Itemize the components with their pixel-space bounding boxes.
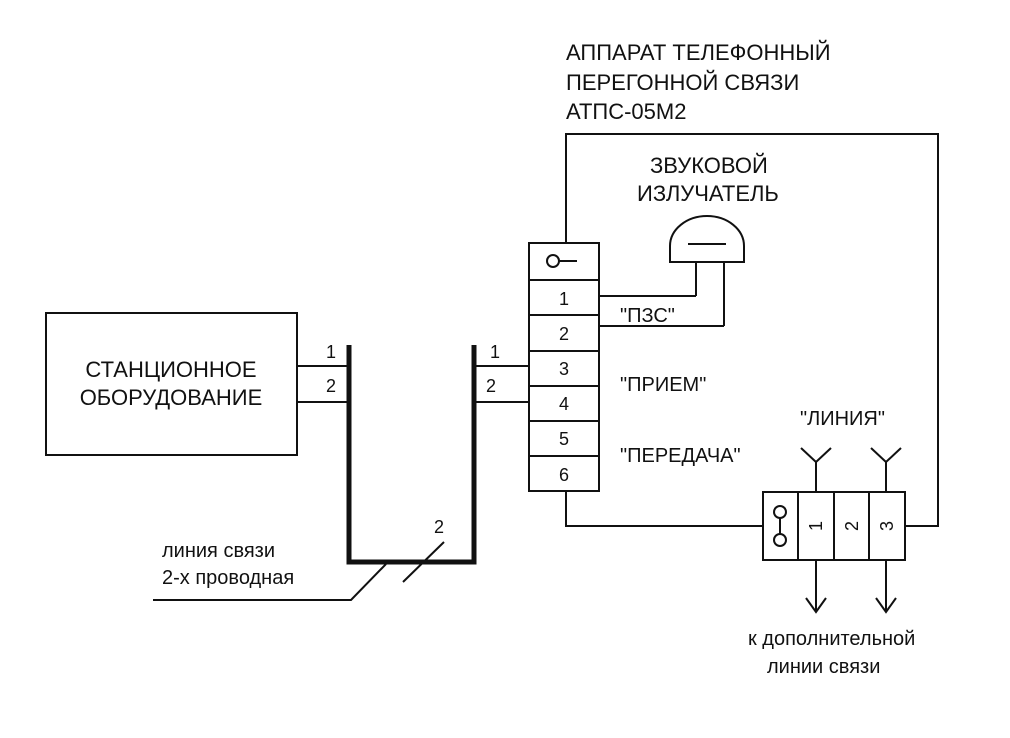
arrow-down-icon-1 bbox=[805, 560, 827, 614]
emitter-label-line1: ЗВУКОВОЙ bbox=[650, 153, 768, 178]
arrow-down-icon-2 bbox=[875, 560, 897, 614]
line-antenna-icon-2 bbox=[870, 447, 902, 492]
line-label-leader bbox=[153, 563, 387, 601]
wire-count-slash bbox=[402, 541, 445, 583]
station-wire-2-label: 2 bbox=[326, 376, 336, 396]
connector-pin-2: 2 bbox=[842, 521, 862, 531]
device-title-line2: ПЕРЕГОННОЙ СВЯЗИ bbox=[566, 70, 799, 95]
extra-line-label-line1: к дополнительной bbox=[748, 628, 915, 650]
right-wire-1-label: 1 bbox=[490, 342, 500, 362]
device-title-line1: АППАРАТ ТЕЛЕФОННЫЙ bbox=[566, 40, 831, 65]
station-equipment-box bbox=[45, 312, 298, 456]
line-antenna-icon-1 bbox=[800, 447, 832, 492]
sound-emitter-icon bbox=[669, 215, 745, 326]
signal-peredacha-label: "ПЕРЕДАЧА" bbox=[620, 445, 741, 467]
signal-liniya-label: "ЛИНИЯ" bbox=[800, 408, 885, 430]
line-label-line2: 2-х проводная bbox=[162, 567, 294, 589]
connector-pin-3: 3 bbox=[877, 521, 897, 531]
terminal-pin-2: 2 bbox=[559, 324, 569, 344]
ground-terminal-icon bbox=[546, 254, 577, 268]
signal-pzs-label: "ПЗС" bbox=[620, 305, 675, 327]
terminal-pin-6: 6 bbox=[559, 465, 569, 485]
device-housing-line bbox=[565, 133, 939, 527]
terminal-pin-1: 1 bbox=[559, 289, 569, 309]
extra-line-label-line2: линии связи bbox=[767, 656, 880, 678]
two-wire-line bbox=[346, 345, 477, 565]
line-connector: 1 2 3 bbox=[762, 491, 906, 561]
line-label-line1: линия связи bbox=[162, 540, 275, 562]
signal-priem-label: "ПРИЕМ" bbox=[620, 374, 706, 396]
terminal-pin-4: 4 bbox=[559, 394, 569, 414]
station-label-line1: СТАНЦИОННОЕ bbox=[85, 357, 256, 382]
wire-count-label: 2 bbox=[434, 517, 444, 537]
terminal-block: 1 2 3 4 5 6 bbox=[528, 242, 600, 492]
terminal-pin-5: 5 bbox=[559, 429, 569, 449]
right-wire-2-label: 2 bbox=[486, 376, 496, 396]
connector-pin-1: 1 bbox=[806, 521, 826, 531]
emitter-label-line2: ИЗЛУЧАТЕЛЬ bbox=[637, 181, 779, 206]
device-title-line3: АТПС-05М2 bbox=[566, 99, 686, 124]
terminal-pin-3: 3 bbox=[559, 359, 569, 379]
station-label-line2: ОБОРУДОВАНИЕ bbox=[80, 385, 263, 410]
wire-pin6-connector bbox=[565, 491, 763, 527]
station-wire-1-label: 1 bbox=[326, 342, 336, 362]
jumper-icon bbox=[773, 505, 787, 547]
